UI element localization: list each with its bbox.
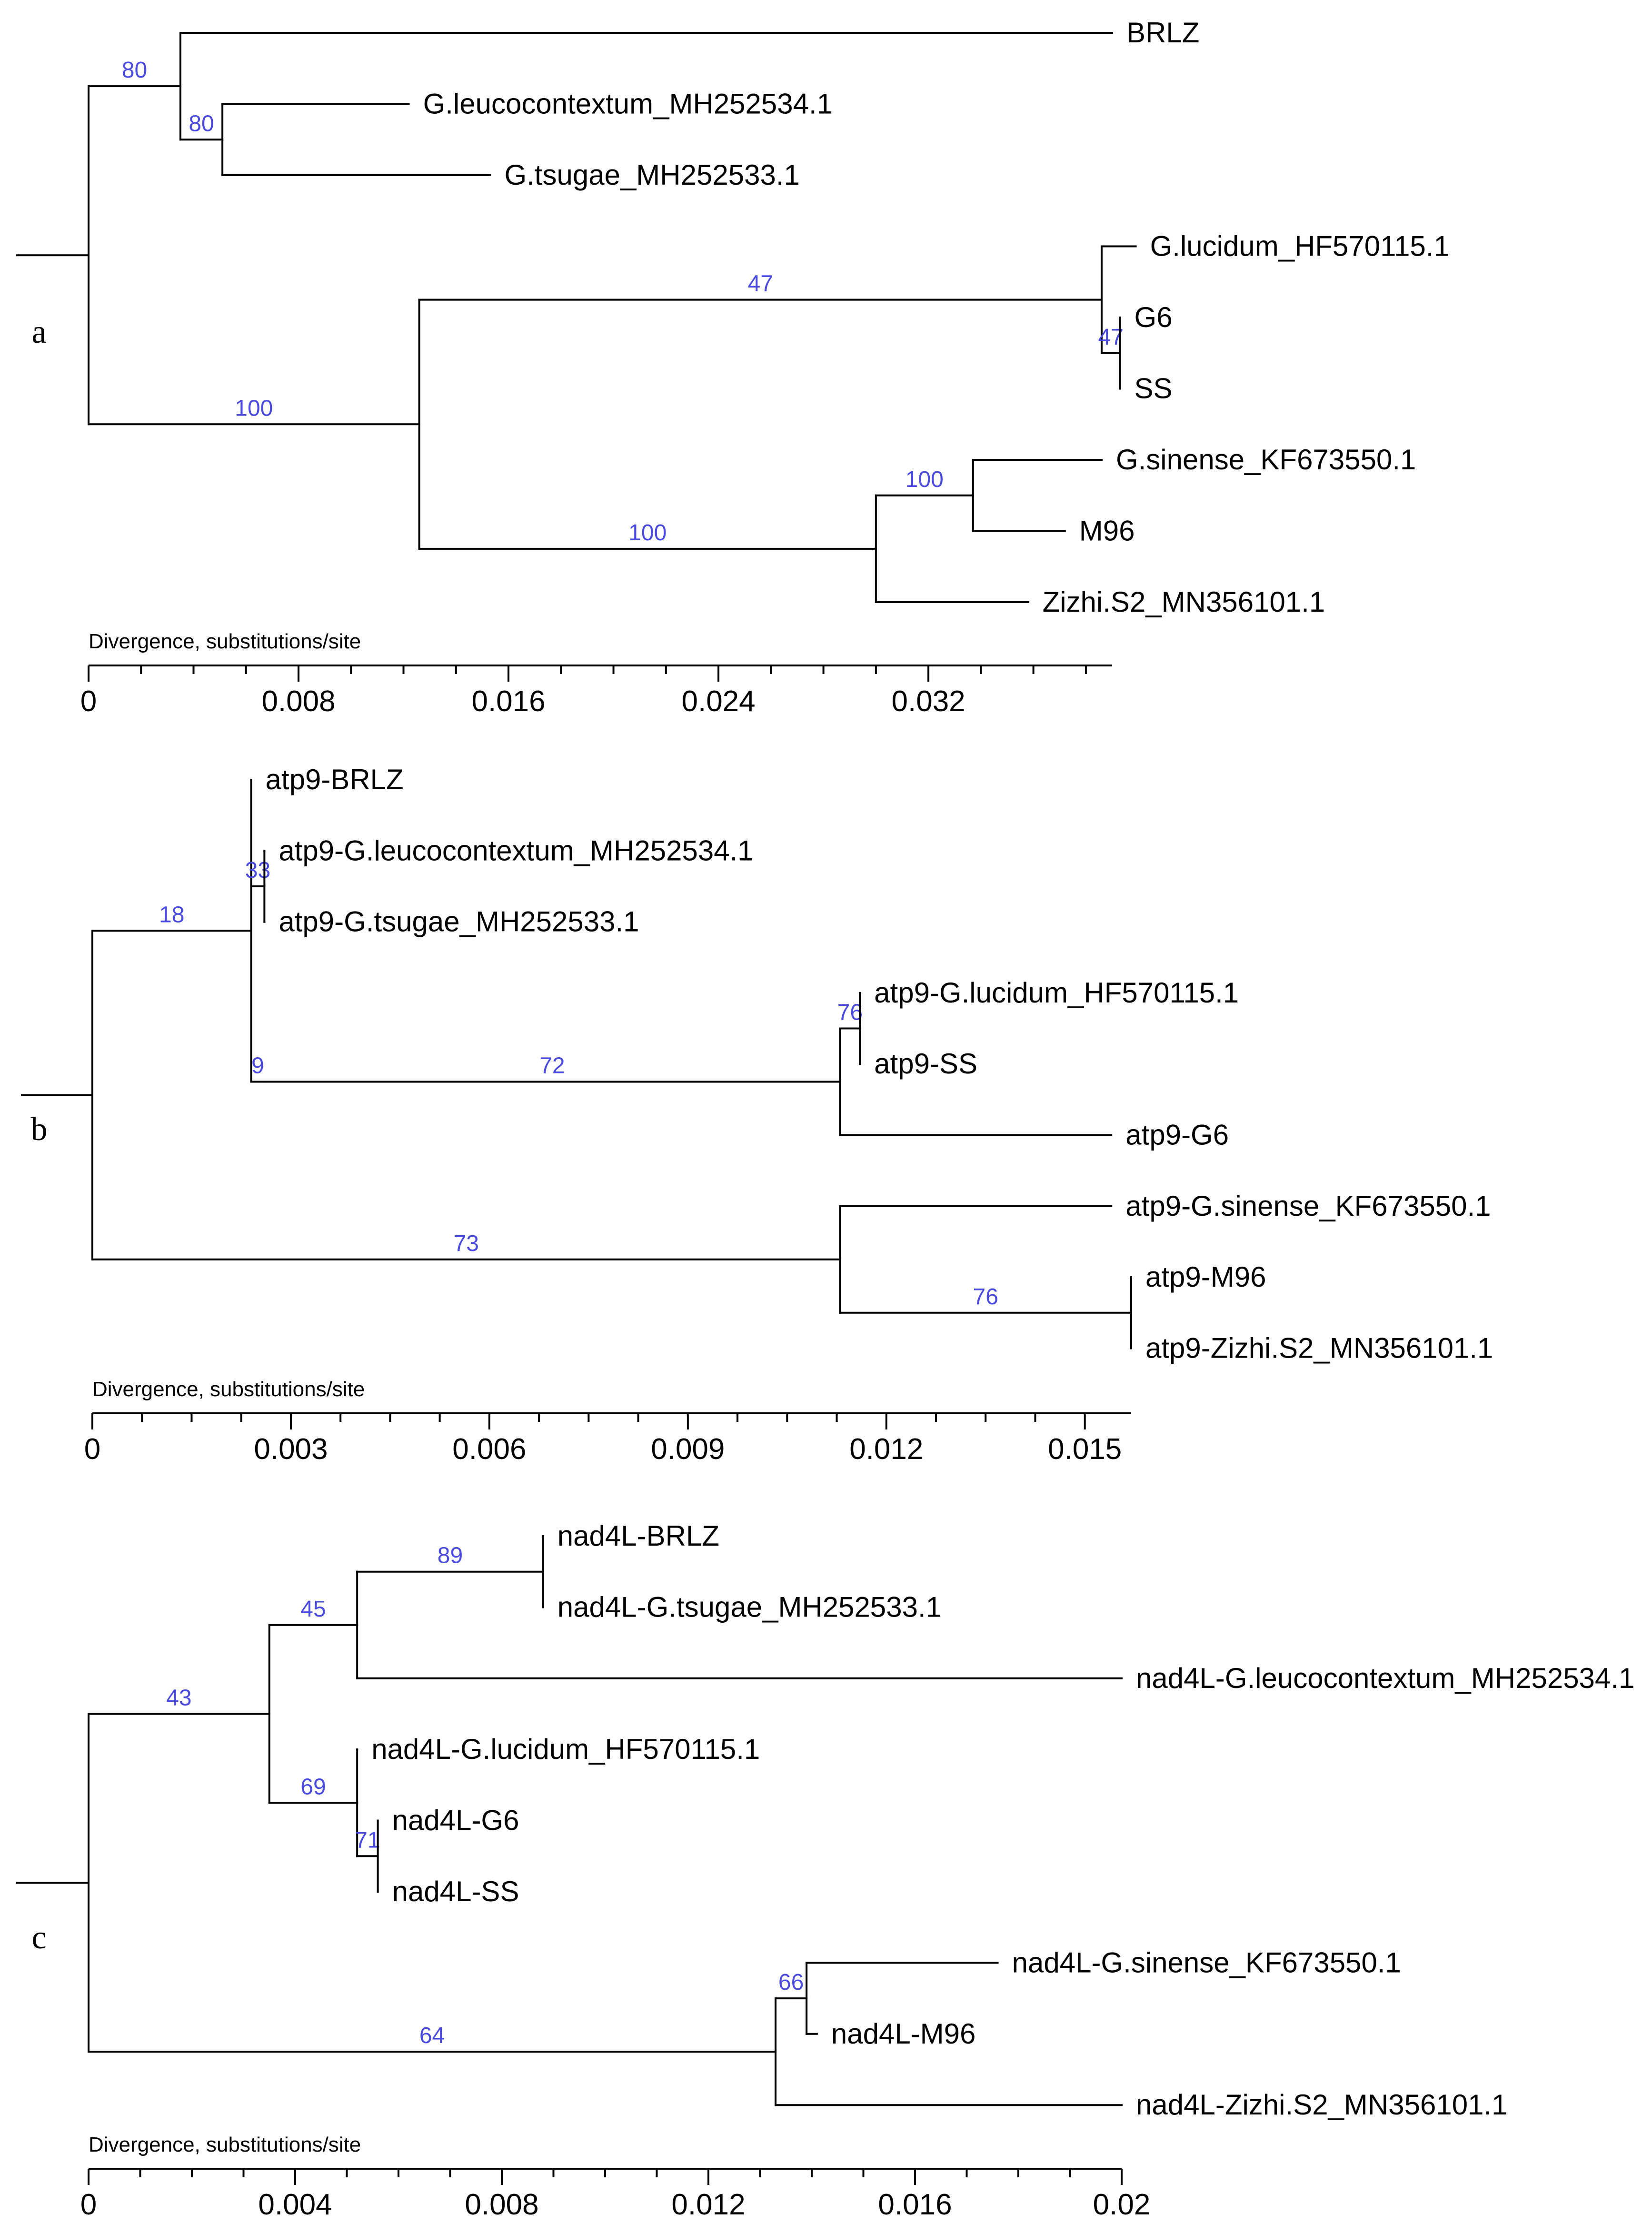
taxon-label: nad4L-G.leucocontextum_MH252534.1 bbox=[1136, 1662, 1634, 1694]
tick-label: 0.009 bbox=[651, 1433, 725, 1466]
taxon-label: Zizhi.S2_MN356101.1 bbox=[1043, 586, 1325, 618]
taxon-label: M96 bbox=[1079, 515, 1135, 547]
taxon-label: nad4L-G.sinense_KF673550.1 bbox=[1012, 1946, 1401, 1978]
tree-panel-c: 43 45 89 nad4L-BRLZ nad4L-G.tsugae_MH252533.… bbox=[16, 1520, 1634, 2221]
tick-label: 0 bbox=[80, 2188, 97, 2221]
bootstrap-value: 73 bbox=[454, 1231, 479, 1256]
bootstrap-value: 9 bbox=[251, 1053, 264, 1079]
taxon-label: atp9-M96 bbox=[1145, 1261, 1266, 1293]
bootstrap-value: 18 bbox=[159, 902, 184, 927]
taxon-label: atp9-G.tsugae_MH252533.1 bbox=[279, 906, 639, 938]
taxon-label: atp9-BRLZ bbox=[266, 764, 404, 795]
divergence-axis: Divergence, substitutions/site 0 0.004 0.00… bbox=[80, 2133, 1151, 2221]
bootstrap-value: 76 bbox=[837, 1000, 863, 1025]
tick-label: 0.012 bbox=[671, 2188, 745, 2221]
taxon-label: nad4L-BRLZ bbox=[557, 1520, 719, 1552]
taxon-label: atp9-G6 bbox=[1125, 1119, 1229, 1151]
tick-label: 0.008 bbox=[261, 685, 335, 718]
taxon-label: nad4L-G.tsugae_MH252533.1 bbox=[557, 1591, 942, 1623]
taxon-label: G.sinense_KF673550.1 bbox=[1116, 444, 1416, 476]
bootstrap-value: 45 bbox=[300, 1597, 326, 1622]
tick-label: 0.008 bbox=[465, 2188, 538, 2221]
bootstrap-value: 71 bbox=[355, 1827, 380, 1853]
taxon-label: G6 bbox=[1135, 301, 1173, 333]
taxon-label: nad4L-G.lucidum_HF570115.1 bbox=[371, 1733, 760, 1765]
taxon-label: SS bbox=[1135, 373, 1173, 405]
bootstrap-value: 47 bbox=[748, 271, 773, 297]
panel-label: b bbox=[31, 1111, 48, 1148]
taxon-label: atp9-G.lucidum_HF570115.1 bbox=[874, 977, 1239, 1009]
axis-title: Divergence, substitutions/site bbox=[92, 1378, 365, 1401]
bootstrap-value: 76 bbox=[973, 1284, 998, 1310]
axis-title: Divergence, substitutions/site bbox=[89, 630, 361, 653]
tick-label: 0.003 bbox=[254, 1433, 328, 1466]
tick-label: 0.02 bbox=[1093, 2188, 1151, 2221]
bootstrap-value: 80 bbox=[189, 111, 214, 136]
panel-label: a bbox=[31, 314, 46, 350]
bootstrap-value: 43 bbox=[166, 1686, 191, 1711]
tick-label: 0.016 bbox=[471, 685, 545, 718]
tick-label: 0.024 bbox=[681, 685, 755, 718]
bootstrap-value: 33 bbox=[245, 858, 270, 883]
panel-label: c bbox=[31, 1919, 46, 1956]
divergence-axis: Divergence, substitutions/site 0 0.008 0.01… bbox=[80, 630, 1112, 718]
axis-title: Divergence, substitutions/site bbox=[89, 2133, 361, 2156]
taxon-label: nad4L-Zizhi.S2_MN356101.1 bbox=[1136, 2089, 1508, 2121]
taxon-label: atp9-Zizhi.S2_MN356101.1 bbox=[1145, 1332, 1493, 1364]
taxon-label: nad4L-M96 bbox=[831, 2018, 976, 2050]
tree-panel-b: 18 atp9-BRLZ 33 atp9-G.leucocontextum_MH252… bbox=[21, 764, 1493, 1466]
bootstrap-value: 100 bbox=[628, 520, 667, 546]
bootstrap-value: 72 bbox=[539, 1053, 565, 1079]
bootstrap-value: 69 bbox=[300, 1774, 326, 1799]
taxon-label: BRLZ bbox=[1126, 17, 1199, 49]
tick-label: 0.004 bbox=[258, 2188, 332, 2221]
bootstrap-value: 100 bbox=[235, 396, 273, 421]
tick-label: 0 bbox=[80, 685, 97, 718]
tick-label: 0.015 bbox=[1048, 1433, 1122, 1466]
bootstrap-value: 66 bbox=[778, 1970, 804, 1995]
taxon-label: G.lucidum_HF570115.1 bbox=[1150, 230, 1450, 262]
tick-label: 0.012 bbox=[849, 1433, 923, 1466]
taxon-label: nad4L-G6 bbox=[392, 1805, 519, 1836]
taxon-label: G.leucocontextum_MH252534.1 bbox=[423, 88, 833, 120]
tick-label: 0.006 bbox=[452, 1433, 526, 1466]
taxon-label: atp9-G.sinense_KF673550.1 bbox=[1125, 1190, 1491, 1222]
bootstrap-value: 80 bbox=[122, 58, 147, 83]
bootstrap-value: 64 bbox=[419, 2023, 445, 2048]
tick-label: 0.032 bbox=[892, 685, 965, 718]
bootstrap-value: 89 bbox=[438, 1543, 463, 1568]
tree-panel-a: 80BRLZ80G.leucocontextum_MH252534.1G.tsu… bbox=[16, 17, 1450, 718]
taxon-label: nad4L-SS bbox=[392, 1876, 519, 1907]
tick-label: 0.016 bbox=[878, 2188, 952, 2221]
taxon-label: atp9-G.leucocontextum_MH252534.1 bbox=[279, 834, 753, 866]
bootstrap-value: 100 bbox=[906, 467, 944, 492]
taxon-label: G.tsugae_MH252533.1 bbox=[504, 159, 799, 191]
taxon-label: atp9-SS bbox=[874, 1048, 977, 1080]
divergence-axis: Divergence, substitutions/site 0 0.003 0.00… bbox=[84, 1378, 1131, 1466]
tick-label: 0 bbox=[84, 1433, 100, 1466]
